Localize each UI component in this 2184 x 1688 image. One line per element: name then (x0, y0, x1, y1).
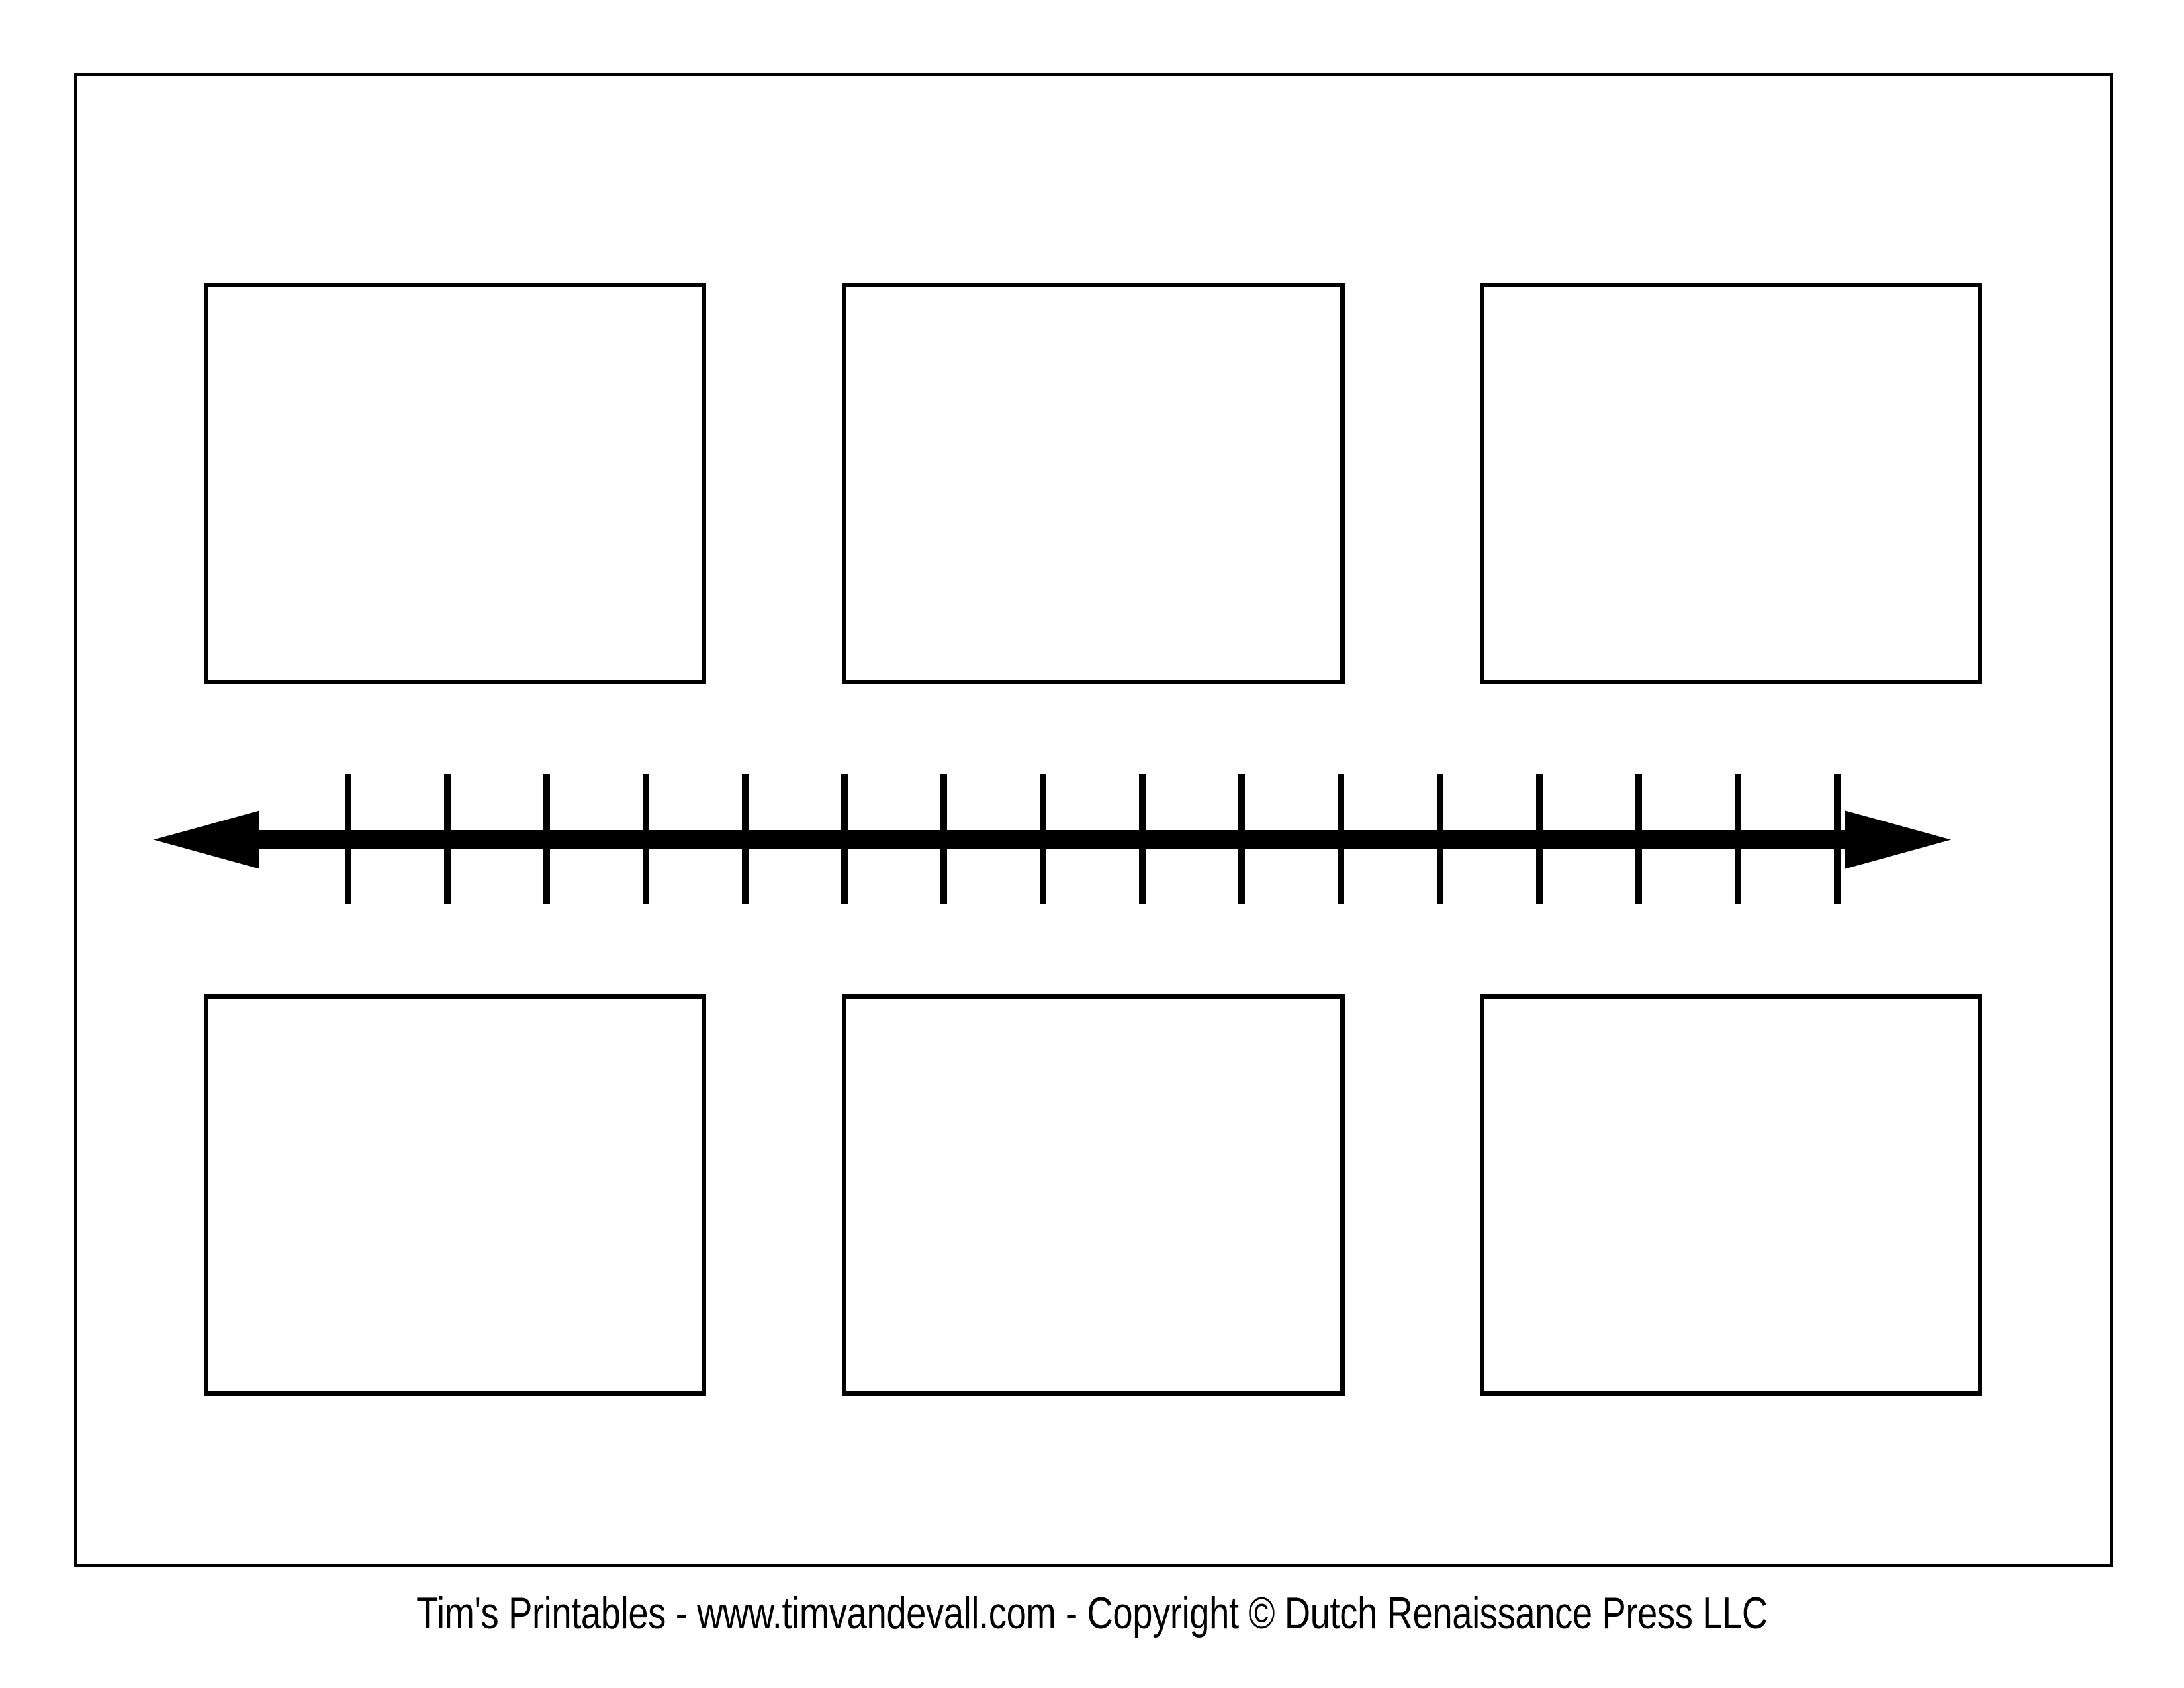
tick-mark (1139, 774, 1146, 904)
tick-mark (1238, 774, 1245, 904)
arrow-right-icon (1845, 810, 1951, 869)
tick-mark (1437, 774, 1443, 904)
box-top-center[interactable] (842, 283, 1345, 684)
page-border (74, 73, 2113, 1567)
arrow-left-icon (154, 810, 259, 869)
box-top-left[interactable] (204, 283, 706, 684)
tick-mark (1040, 774, 1046, 904)
box-bottom-center[interactable] (842, 994, 1345, 1396)
tick-mark (1536, 774, 1543, 904)
box-bottom-right[interactable] (1480, 994, 1982, 1396)
number-line[interactable] (0, 761, 2184, 920)
tick-mark (1635, 774, 1642, 904)
tick-mark (444, 774, 451, 904)
tick-mark (841, 774, 848, 904)
tick-mark (940, 774, 947, 904)
tick-mark (1834, 774, 1841, 904)
box-top-right[interactable] (1480, 283, 1982, 684)
number-line-axis (225, 830, 1880, 849)
tick-mark (643, 774, 649, 904)
tick-mark (742, 774, 749, 904)
tick-mark (345, 774, 351, 904)
tick-mark (1735, 774, 1741, 904)
tick-mark (543, 774, 550, 904)
number-line-graphic (154, 774, 1951, 904)
footer-credit: Tim's Printables - www.timvandevall.com … (416, 1588, 1768, 1638)
tick-mark (1338, 774, 1344, 904)
box-bottom-left[interactable] (204, 994, 706, 1396)
